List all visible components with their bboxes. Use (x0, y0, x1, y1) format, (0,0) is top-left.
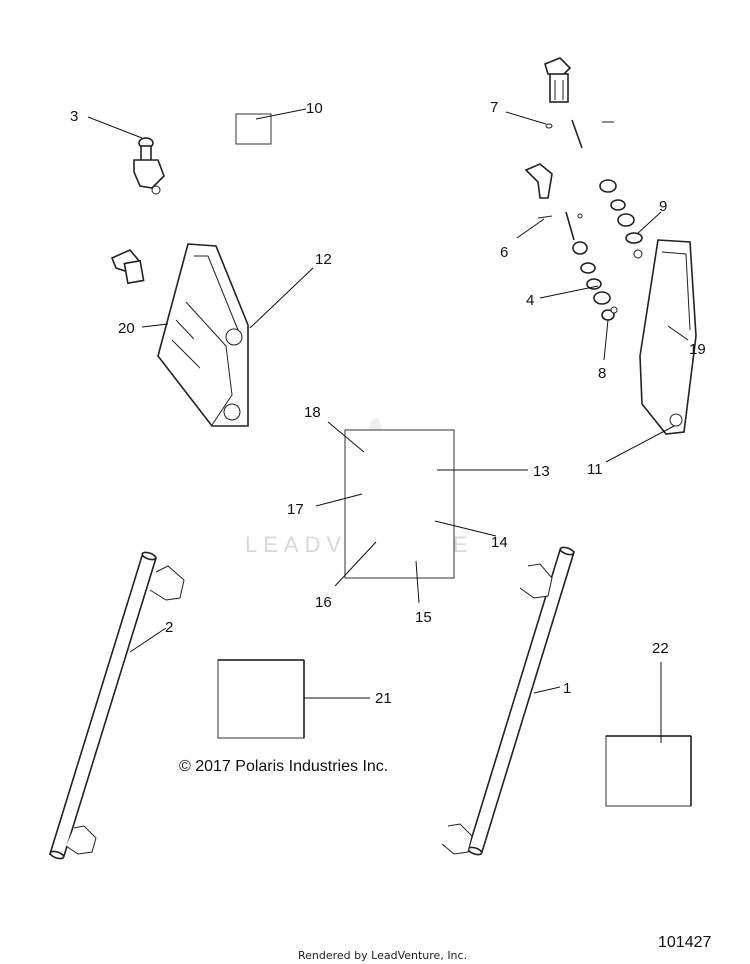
callout-16: 16 (315, 594, 332, 611)
part-10-box (235, 113, 272, 145)
part-latch-mid (524, 163, 553, 199)
copyright-text: © 2017 Polaris Industries Inc. (179, 758, 388, 775)
callout-17: 17 (287, 501, 304, 518)
part-19-bracket (639, 239, 697, 435)
callout-14: 14 (491, 534, 508, 551)
part-8-nut (610, 306, 618, 314)
part-21-box (217, 659, 305, 739)
callout-6: 6 (500, 244, 508, 261)
part-20-bracket (157, 243, 249, 427)
callout-4: 4 (526, 292, 534, 309)
callout-19: 19 (689, 341, 706, 358)
diagram-number: 101427 (658, 934, 711, 951)
callout-22: 22 (652, 640, 669, 657)
callout-9: 9 (659, 198, 667, 215)
label-sheet-box (344, 429, 455, 579)
part-9-bushings (599, 179, 643, 259)
part-20-fastener (110, 249, 145, 285)
callout-10: 10 (306, 100, 323, 117)
part-3-fastener (133, 137, 165, 195)
part-latch-top (544, 57, 572, 103)
callout-8: 8 (598, 365, 606, 382)
part-4-bushings (572, 241, 615, 321)
callout-18: 18 (304, 404, 321, 421)
part-7-pin (545, 119, 614, 149)
callout-13: 13 (533, 463, 550, 480)
callout-21: 21 (375, 690, 392, 707)
callout-11: 11 (587, 461, 603, 478)
callout-15: 15 (415, 609, 432, 626)
callout-1: 1 (563, 680, 571, 697)
part-6-pin (537, 211, 583, 241)
part-2-tube (48, 551, 185, 860)
part-1-tube (441, 546, 576, 856)
callout-12: 12 (315, 251, 332, 268)
render-note: Rendered by LeadVenture, Inc. (298, 949, 467, 962)
callout-2: 2 (165, 619, 173, 636)
callout-3: 3 (70, 108, 78, 125)
callout-7: 7 (490, 99, 498, 116)
part-22-box (605, 735, 692, 807)
callout-20: 20 (118, 320, 135, 337)
